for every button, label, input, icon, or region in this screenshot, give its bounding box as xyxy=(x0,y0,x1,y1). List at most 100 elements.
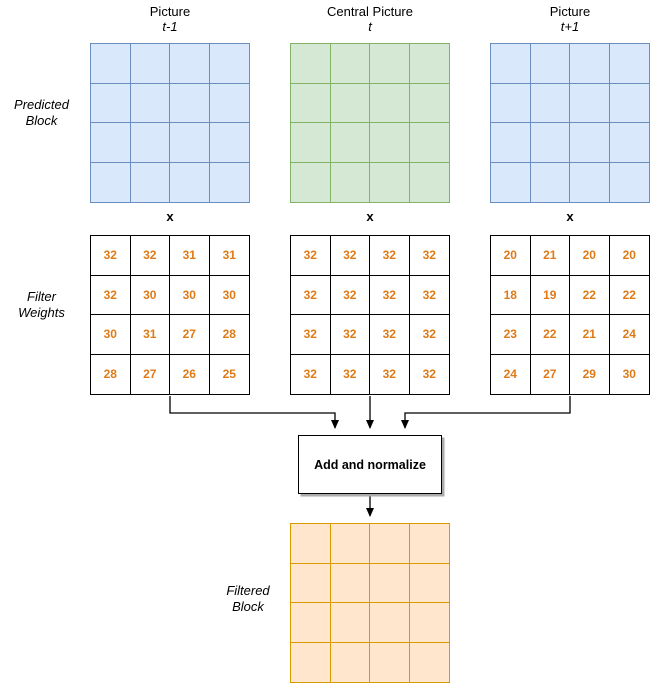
filtered-cell xyxy=(409,564,449,603)
picture-cell xyxy=(370,162,410,202)
picture-cell xyxy=(209,123,249,163)
picture-cell xyxy=(610,163,650,203)
predicted-block-label: Predicted Block xyxy=(14,97,69,128)
weight-cell: 32 xyxy=(370,275,410,315)
picture-cell xyxy=(570,44,610,84)
weight-cell: 30 xyxy=(170,275,210,315)
picture-cell xyxy=(530,123,570,163)
weight-cell: 30 xyxy=(91,315,131,355)
weight-cell: 22 xyxy=(609,276,649,315)
weight-cell: 21 xyxy=(530,236,570,276)
weight-cell: 27 xyxy=(170,315,210,355)
picture-cell xyxy=(170,162,210,202)
weight-cell: 27 xyxy=(531,354,570,394)
picture-cell xyxy=(410,163,450,203)
filtered-cell xyxy=(291,563,331,603)
weight-cell: 31 xyxy=(130,315,170,355)
weight-cell: 32 xyxy=(409,276,449,315)
picture-cell xyxy=(291,162,331,202)
weight-cell: 19 xyxy=(530,275,570,315)
picture-cell xyxy=(409,44,449,84)
weight-cell: 23 xyxy=(491,315,531,355)
weight-cell: 29 xyxy=(570,354,610,394)
picture-cell xyxy=(530,83,570,123)
filtered-cell xyxy=(370,563,410,603)
picture-cell xyxy=(91,162,131,202)
picture-cell xyxy=(570,123,610,163)
weight-cell: 20 xyxy=(491,236,531,276)
picture-cell xyxy=(491,83,531,123)
picture-cell xyxy=(209,84,249,123)
weight-cell: 32 xyxy=(291,315,331,355)
weight-cell: 27 xyxy=(131,354,170,394)
weight-cell: 30 xyxy=(622,367,636,382)
picture-cell xyxy=(609,84,649,123)
picture-cell xyxy=(331,162,370,202)
picture-header-central: Central Picture t xyxy=(290,4,450,34)
picture-cell xyxy=(291,83,331,123)
picture-cell xyxy=(609,123,649,163)
add-and-normalize-label: Add and normalize xyxy=(314,457,426,472)
predicted-block-grid-t-plus-1 xyxy=(490,43,650,203)
filtered-cell xyxy=(330,603,370,643)
weight-cell: 32 xyxy=(409,315,449,355)
picture-title: Central Picture xyxy=(327,4,413,19)
filtered-cell xyxy=(409,524,449,564)
weight-cell: 22 xyxy=(570,275,610,315)
picture-cell xyxy=(370,83,410,123)
picture-subtitle: t-1 xyxy=(162,19,178,34)
weight-cell: 21 xyxy=(570,315,610,355)
picture-title: Picture xyxy=(149,4,191,19)
weight-cell: 32 xyxy=(130,236,170,276)
filtered-cell xyxy=(410,643,450,683)
filtered-cell xyxy=(291,524,331,564)
weight-cell: 32 xyxy=(370,354,410,394)
picture-cell xyxy=(570,162,610,202)
picture-cell xyxy=(409,123,449,163)
picture-cell xyxy=(330,123,370,163)
filtered-cell xyxy=(330,524,370,564)
weight-cell: 32 xyxy=(291,354,331,394)
filtered-block-label: Filtered Block xyxy=(226,583,270,614)
weight-cell: 20 xyxy=(570,236,610,276)
arrow-left-weights-to-add xyxy=(169,396,339,429)
picture-cell xyxy=(530,44,570,84)
picture-subtitle: t xyxy=(368,19,372,34)
picture-title: Picture xyxy=(549,4,591,19)
weight-cell: 32 xyxy=(409,236,449,276)
filtered-cell xyxy=(331,642,370,682)
picture-cell xyxy=(209,44,249,84)
weight-cell: 22 xyxy=(530,315,570,355)
weight-cell: 31 xyxy=(209,236,249,276)
filtered-cell xyxy=(291,603,331,643)
weight-cell: 28 xyxy=(91,354,131,394)
weight-cell: 25 xyxy=(222,367,236,382)
picture-cell xyxy=(609,44,649,84)
multiply-symbol-center: x xyxy=(366,209,374,224)
filtered-cell xyxy=(370,524,410,564)
picture-cell xyxy=(130,44,170,84)
picture-cell xyxy=(570,83,610,123)
weight-cell: 32 xyxy=(330,236,370,276)
picture-cell xyxy=(210,163,250,203)
filter-weights-label: Filter Weights xyxy=(18,289,65,320)
filtered-block-grid xyxy=(290,523,450,683)
weight-cell: 32 xyxy=(91,275,131,315)
weight-cell: 32 xyxy=(422,367,436,382)
weight-cell: 24 xyxy=(491,354,531,394)
weight-cell: 26 xyxy=(170,354,210,394)
weight-cell: 32 xyxy=(291,275,331,315)
picture-cell xyxy=(91,83,131,123)
filtered-cell xyxy=(291,642,331,682)
filtered-cell xyxy=(330,563,370,603)
weight-cell: 30 xyxy=(209,276,249,315)
picture-subtitle: t+1 xyxy=(560,19,580,34)
picture-cell xyxy=(170,44,210,84)
picture-cell xyxy=(291,123,331,163)
weight-cell: 32 xyxy=(370,236,410,276)
weight-cell: 32 xyxy=(331,354,370,394)
picture-cell xyxy=(370,44,410,84)
